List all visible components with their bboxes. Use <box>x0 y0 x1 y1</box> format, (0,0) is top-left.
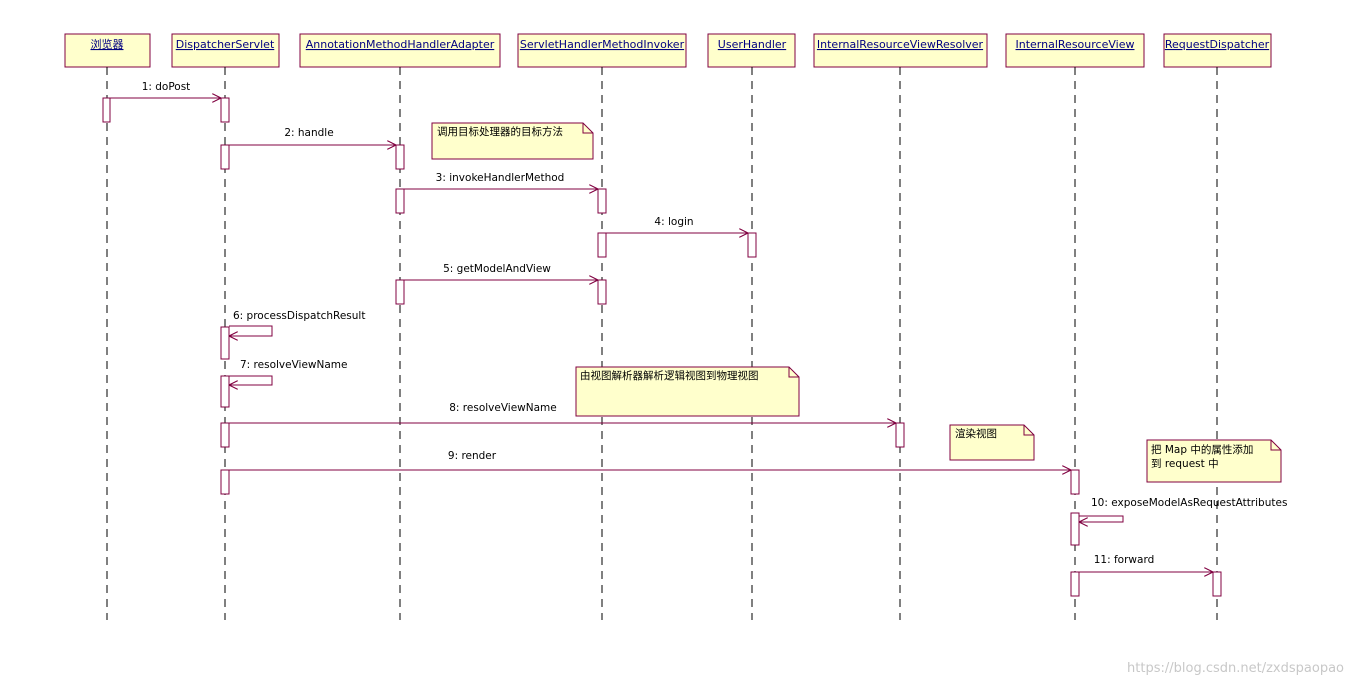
note-resolve-view: 由视图解析器解析逻辑视图到物理视图 <box>575 366 800 417</box>
note-line: 渲染视图 <box>955 427 997 440</box>
message-label: 2: handle <box>284 127 333 139</box>
message-2: 2: handle <box>229 127 396 145</box>
message-label: 1: doPost <box>142 81 191 93</box>
message-8: 8: resolveViewName <box>229 402 896 423</box>
note-line: 到 request 中 <box>1151 457 1219 470</box>
activation-bar <box>220 375 230 408</box>
lifeline-title: UserHandler <box>718 38 787 51</box>
activation-bar <box>747 232 757 258</box>
activation-bar <box>220 469 230 495</box>
lifeline-annotation-method-handler-adapter: AnnotationMethodHandlerAdapter <box>299 33 501 620</box>
activation-bar <box>220 326 230 360</box>
lifeline-title: AnnotationMethodHandlerAdapter <box>306 38 495 51</box>
message-4: 4: login <box>606 216 748 233</box>
lifeline-internal-resource-view: InternalResourceView <box>1005 33 1145 620</box>
message-3: 3: invokeHandlerMethod <box>404 172 598 189</box>
activation-bar <box>395 188 405 214</box>
lifeline-internal-resource-view-resolver: InternalResourceViewResolver <box>813 33 988 620</box>
lifeline-title: 浏览器 <box>91 37 124 51</box>
activation-bar <box>1070 571 1080 597</box>
activation-bar <box>1212 571 1222 597</box>
note-line: 把 Map 中的属性添加 <box>1151 443 1253 456</box>
activation-bar <box>1070 512 1080 546</box>
activation-bar <box>220 144 230 170</box>
lifeline-title: ServletHandlerMethodInvoker <box>520 38 685 51</box>
message-6: 6: processDispatchResult <box>229 310 365 336</box>
message-7: 7: resolveViewName <box>229 359 347 385</box>
message-9: 9: render <box>229 450 1071 470</box>
message-label: 8: resolveViewName <box>449 402 556 414</box>
activation-bar <box>395 279 405 305</box>
message-label: 11: forward <box>1094 554 1155 566</box>
note-line: 由视图解析器解析逻辑视图到物理视图 <box>580 369 759 382</box>
message-label: 5: getModelAndView <box>443 263 551 275</box>
lifeline-servlet-handler-method-invoker: ServletHandlerMethodInvoker <box>517 33 687 620</box>
activation-bar <box>895 422 905 448</box>
lifeline-title: RequestDispatcher <box>1165 38 1270 51</box>
message-label: 6: processDispatchResult <box>233 310 365 322</box>
activation-bars <box>102 97 1222 597</box>
activation-bar <box>220 97 230 123</box>
activation-bar <box>1070 469 1080 495</box>
lifeline-browser: 浏览器 <box>64 33 151 620</box>
note-render-view: 渲染视图 <box>949 424 1035 461</box>
lifeline-user-handler: UserHandler <box>707 33 796 620</box>
message-5: 5: getModelAndView <box>404 263 598 280</box>
lifeline-dispatcher-servlet: DispatcherServlet <box>171 33 280 620</box>
note-invoke-target-method: 调用目标处理器的目标方法 <box>431 122 594 160</box>
message-label: 4: login <box>654 216 693 228</box>
message-10: 10: exposeModelAsRequestAttributes <box>1079 497 1287 522</box>
lifeline-title: DispatcherServlet <box>176 38 275 51</box>
activation-bar <box>395 144 405 170</box>
note-line: 调用目标处理器的目标方法 <box>437 125 563 138</box>
lifeline-title: InternalResourceViewResolver <box>817 38 984 51</box>
message-label: 7: resolveViewName <box>240 359 347 371</box>
activation-bar <box>597 279 607 305</box>
lifeline-request-dispatcher: RequestDispatcher <box>1163 33 1272 620</box>
activation-bar <box>597 188 607 214</box>
message-label: 10: exposeModelAsRequestAttributes <box>1091 497 1287 509</box>
note-add-map-attributes: 把 Map 中的属性添加 到 request 中 <box>1146 439 1282 483</box>
watermark: https://blog.csdn.net/zxdspaopao <box>1127 661 1344 676</box>
activation-bar <box>220 422 230 448</box>
lifeline-title: InternalResourceView <box>1016 38 1135 51</box>
activation-bar <box>597 232 607 258</box>
message-label: 3: invokeHandlerMethod <box>436 172 565 184</box>
message-label: 9: render <box>448 450 497 462</box>
message-11: 11: forward <box>1079 554 1213 572</box>
message-1: 1: doPost <box>110 81 221 98</box>
activation-bar <box>102 97 111 123</box>
